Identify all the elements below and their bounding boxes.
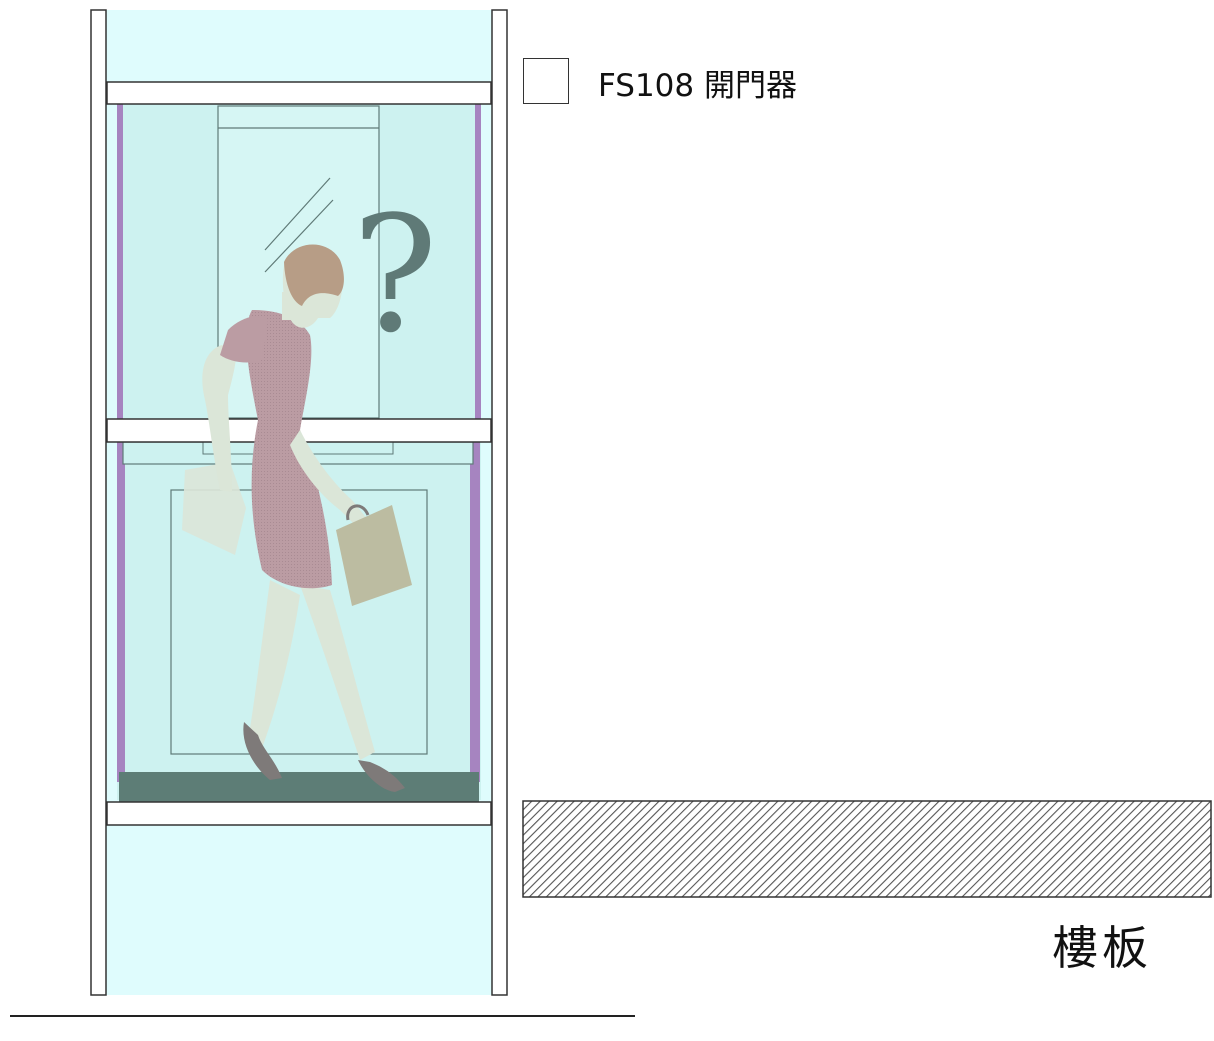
woman-with-bag-figure [182, 244, 412, 792]
cabin-lower-trim-left [117, 442, 125, 782]
cabin-upper-trim-left [117, 104, 123, 420]
right-rail [491, 9, 508, 996]
legend-label: FS108 開門器 [598, 68, 797, 104]
cabin-lower-trim-right [470, 442, 480, 782]
cabin-floor [119, 772, 479, 802]
beam-bottom [106, 801, 492, 826]
left-rail [90, 9, 107, 996]
beam-top [106, 81, 492, 105]
cabin-upper-trim-right [475, 104, 481, 420]
question-mark-icon: ? [352, 181, 438, 368]
floor-slab [522, 800, 1212, 898]
floor-slab-label: 樓板 [1052, 921, 1152, 975]
glare-line-1 [264, 177, 331, 251]
legend-swatch [523, 58, 569, 104]
glare-line-2 [264, 199, 334, 273]
